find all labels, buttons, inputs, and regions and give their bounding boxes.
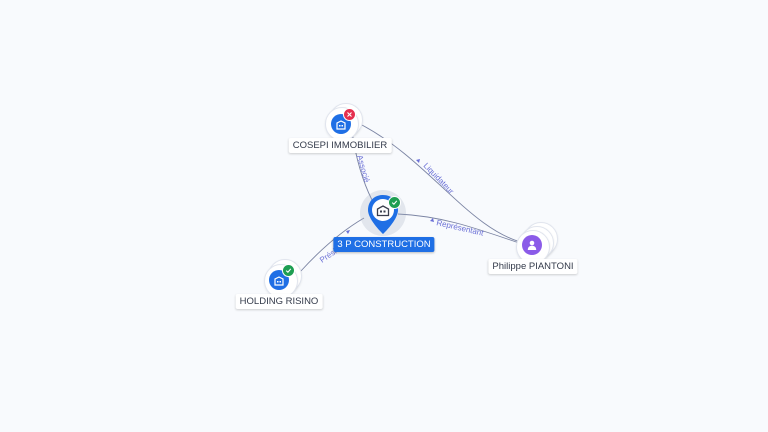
node-label: HOLDING RISINO	[235, 294, 323, 309]
edge-label-associe: Associé	[355, 154, 372, 184]
active-status-badge	[388, 196, 401, 209]
closed-status-badge	[343, 108, 356, 121]
edge-person-main	[397, 213, 523, 245]
arrow-liquidateur	[416, 159, 420, 163]
building-icon	[274, 276, 284, 286]
arrow-representant	[430, 218, 434, 222]
node-label: 3 P CONSTRUCTION	[333, 237, 435, 252]
check-icon	[285, 268, 292, 273]
building-icon	[336, 120, 346, 130]
edge-holding-main	[299, 217, 365, 273]
edge-label-liquidateur: Liquidateur	[422, 161, 456, 196]
check-icon	[391, 200, 398, 205]
node-label: Philippe PIANTONI	[488, 259, 578, 274]
node-label: COSEPI IMMOBILIER	[288, 138, 392, 153]
close-icon	[347, 112, 352, 117]
person-icon	[527, 240, 537, 250]
edge-label-representant: Représentant	[436, 218, 486, 238]
arrow-prési	[346, 230, 350, 234]
person-disc	[522, 235, 542, 255]
active-status-badge	[282, 264, 295, 277]
